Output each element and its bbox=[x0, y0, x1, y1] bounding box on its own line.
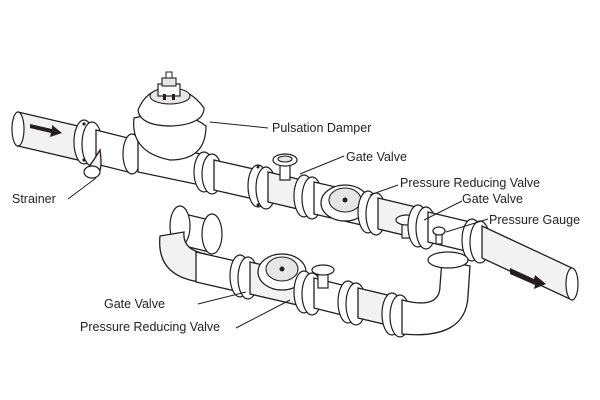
label-gate-valve-top: Gate Valve bbox=[346, 150, 407, 164]
strainer bbox=[83, 129, 142, 179]
label-pressure-gauge: Pressure Gauge bbox=[489, 213, 580, 227]
label-strainer: Strainer bbox=[12, 192, 56, 206]
bypass-pipe bbox=[195, 251, 259, 300]
upper-pipe bbox=[213, 159, 277, 210]
outlet-pipe bbox=[481, 224, 579, 302]
outlet-arrow-icon bbox=[510, 268, 546, 289]
label-prv-top: Pressure Reducing Valve bbox=[400, 176, 540, 190]
label-pulsation-damper: Pulsation Damper bbox=[272, 121, 371, 135]
label-gate-valve-bottom: Gate Valve bbox=[104, 297, 165, 311]
inlet-pipe bbox=[11, 111, 79, 161]
bypass-elbow-right bbox=[357, 251, 471, 338]
bypass-elbow-left bbox=[159, 205, 223, 283]
pulsation-damper bbox=[133, 71, 223, 195]
gate-valve-right bbox=[377, 197, 437, 250]
label-prv-bottom: Pressure Reducing Valve bbox=[80, 320, 220, 334]
leader-lines bbox=[67, 121, 489, 329]
pressure-reducing-valve-upper bbox=[313, 181, 387, 236]
inlet-arrow-icon bbox=[30, 124, 62, 137]
pressure-reducing-valve-lower bbox=[249, 253, 323, 316]
label-gate-valve-right: Gate Valve bbox=[462, 192, 523, 206]
